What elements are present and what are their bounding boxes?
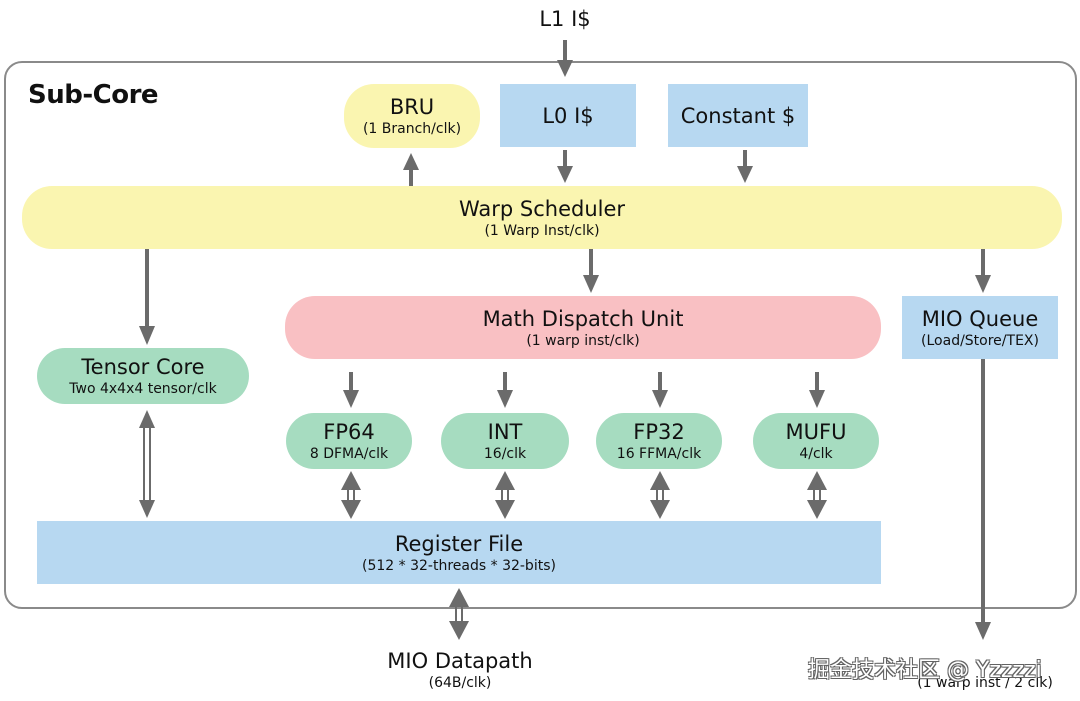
tensor-core-label: Tensor Core <box>81 355 205 379</box>
register-file-sub: (512 * 32-threads * 32-bits) <box>362 557 556 574</box>
fp32-block: FP32 16 FFMA/clk <box>596 413 722 469</box>
fp32-sub: 16 FFMA/clk <box>616 446 702 462</box>
arrow-warp-scheduler-to-mio-queue <box>975 249 991 293</box>
bidir-arrow-fp32-register-file <box>650 471 670 519</box>
mufu-label: MUFU <box>785 420 847 444</box>
fp64-sub: 8 DFMA/clk <box>309 446 389 462</box>
bru-block: BRU (1 Branch/clk) <box>344 84 480 148</box>
arrow-warp-scheduler-to-math-dispatch <box>583 249 599 293</box>
fp64-label: FP64 <box>323 420 375 444</box>
mio-queue-label: MIO Queue <box>921 306 1039 331</box>
register-file-block: Register File (512 * 32-threads * 32-bit… <box>37 521 881 584</box>
mio-datapath-label: MIO Datapath (64B/clk) <box>360 648 560 692</box>
sub-core-frame <box>4 61 1077 609</box>
arrow-l0-to-warp-scheduler <box>557 150 573 183</box>
arrow-dispatch-to-fp32 <box>652 372 668 408</box>
mio-datapath-text: MIO Datapath <box>387 649 533 673</box>
bru-sub: (1 Branch/clk) <box>362 121 462 137</box>
math-dispatch-block: Math Dispatch Unit (1 warp inst/clk) <box>285 296 881 359</box>
arrow-mio-queue-to-mio-scheduler <box>975 359 991 640</box>
mio-scheduler-label: (1 warp inst / 2 clk) <box>890 648 1080 692</box>
diagram-title: Sub-Core <box>28 80 159 110</box>
fp64-block: FP64 8 DFMA/clk <box>286 413 412 469</box>
arrow-warp-scheduler-to-tensor-core <box>139 249 155 345</box>
bidir-arrow-register-file-mio-datapath <box>449 588 469 640</box>
warp-scheduler-block: Warp Scheduler (1 Warp Inst/clk) <box>22 186 1062 249</box>
bidir-arrow-tensor-core-register-file <box>139 410 155 518</box>
mufu-sub: 4/clk <box>799 446 833 462</box>
mio-datapath-sub: (64B/clk) <box>428 675 492 691</box>
warp-scheduler-sub: (1 Warp Inst/clk) <box>484 222 600 239</box>
int-block: INT 16/clk <box>441 413 569 469</box>
warp-scheduler-label: Warp Scheduler <box>458 196 626 221</box>
l0-icache-label: L0 I$ <box>542 103 594 128</box>
math-dispatch-sub: (1 warp inst/clk) <box>526 332 640 349</box>
mufu-block: MUFU 4/clk <box>753 413 879 469</box>
fp32-label: FP32 <box>633 420 685 444</box>
int-label: INT <box>487 420 523 444</box>
arrow-l1-to-l0 <box>557 40 573 77</box>
watermark: 掘金技术社区 @ Yzzzzi <box>808 658 1042 683</box>
int-sub: 16/clk <box>483 446 527 462</box>
arrow-dispatch-to-mufu <box>809 372 825 408</box>
mio-scheduler-sub: (1 warp inst / 2 clk) <box>917 675 1053 691</box>
bidir-arrow-fp64-register-file <box>341 471 361 519</box>
bidir-arrow-int-register-file <box>495 471 515 519</box>
arrow-warp-scheduler-to-bru <box>403 153 419 186</box>
mio-queue-block: MIO Queue (Load/Store/TEX) <box>902 296 1058 359</box>
bidir-arrow-mufu-register-file <box>807 471 827 519</box>
bru-label: BRU <box>389 95 435 119</box>
math-dispatch-label: Math Dispatch Unit <box>482 306 684 331</box>
tensor-core-sub: Two 4x4x4 tensor/clk <box>69 381 217 397</box>
arrow-dispatch-to-fp64 <box>343 372 359 408</box>
l1-icache-text: L1 I$ <box>539 7 591 31</box>
constant-cache-label: Constant $ <box>680 103 796 128</box>
l1-icache-label: L1 I$ <box>515 6 615 32</box>
tensor-core-block: Tensor Core Two 4x4x4 tensor/clk <box>37 348 249 404</box>
mio-queue-sub: (Load/Store/TEX) <box>921 332 1039 349</box>
l0-icache-block: L0 I$ <box>500 84 636 147</box>
constant-cache-block: Constant $ <box>668 84 808 147</box>
register-file-label: Register File <box>394 531 524 556</box>
arrow-dispatch-to-int <box>497 372 513 408</box>
arrow-constant-to-warp-scheduler <box>737 150 753 183</box>
